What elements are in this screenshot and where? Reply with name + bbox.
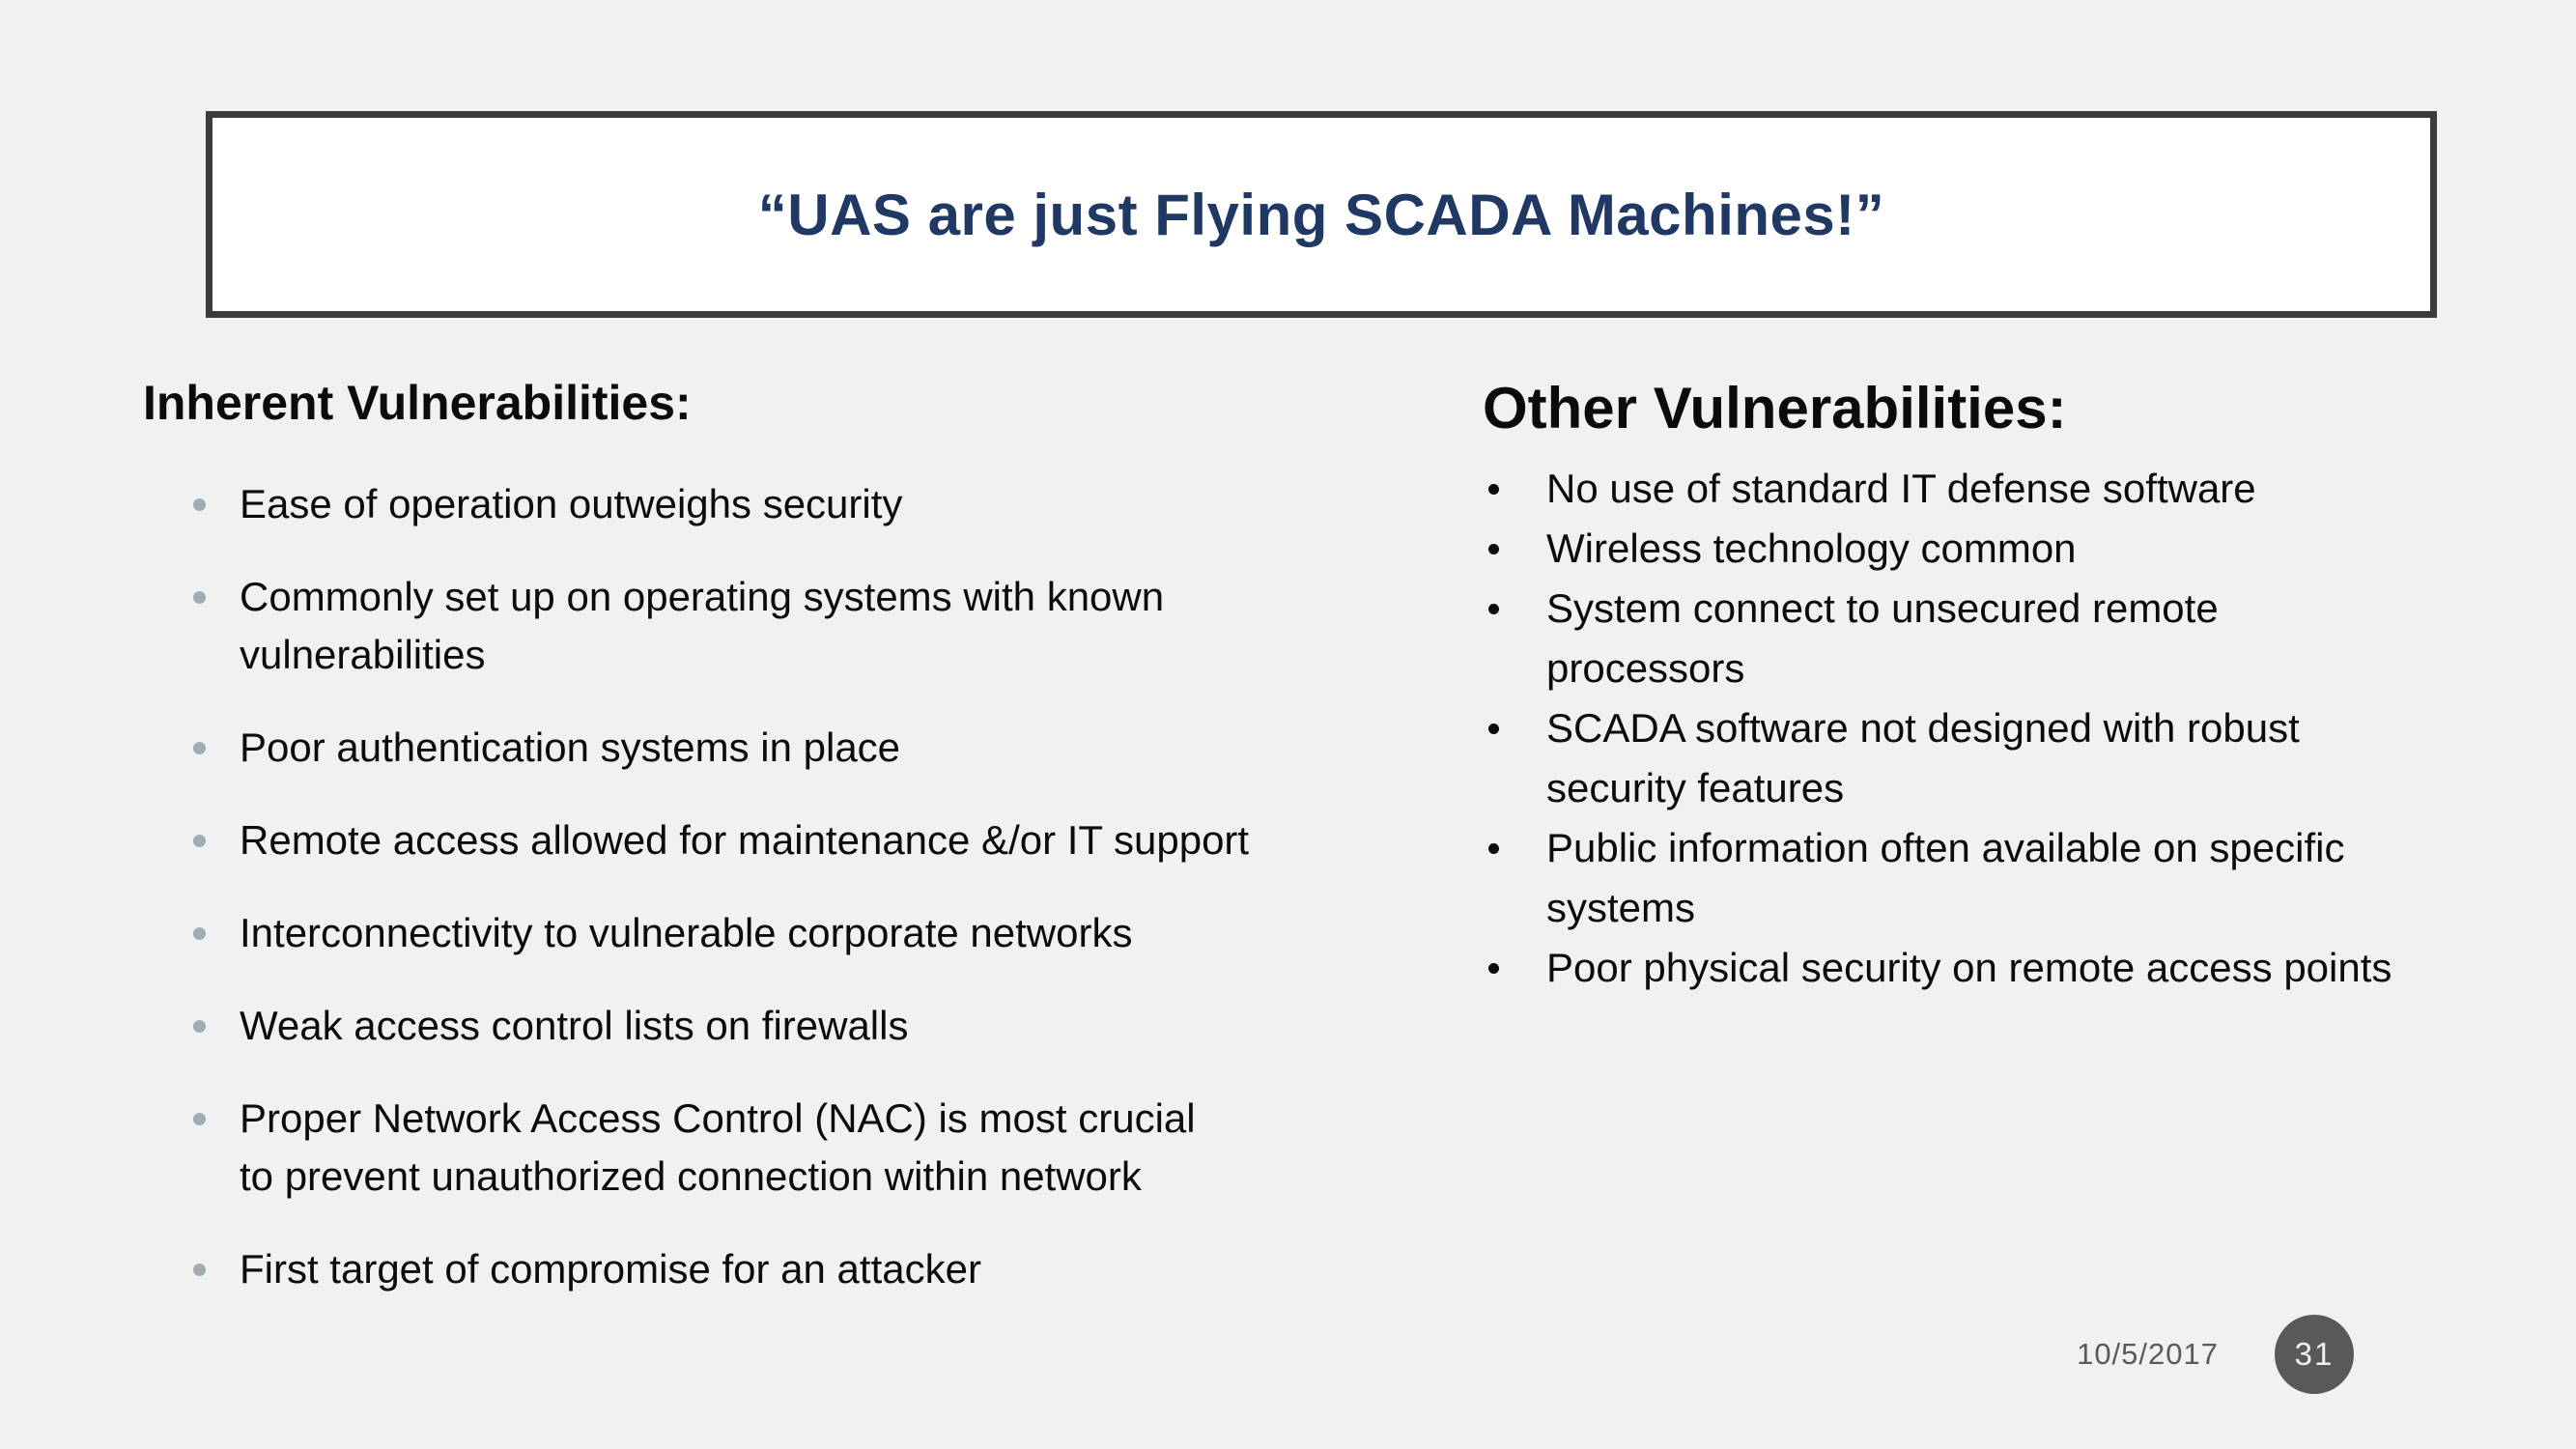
bullet-dot-icon <box>193 835 206 847</box>
bullet-dot-icon <box>1488 544 1499 554</box>
list-item: Interconnectivity to vulnerable corporat… <box>143 904 1379 962</box>
bullet-text: Public information often available on sp… <box>1546 825 2345 930</box>
bullet-list: Ease of operation outweighs security Com… <box>143 475 1379 1298</box>
list-item: Poor authentication systems in place <box>143 719 1379 777</box>
bullet-text: No use of standard IT defense software <box>1546 466 2256 511</box>
bullet-dot-icon <box>193 591 206 604</box>
bullet-text: Poor authentication systems in place <box>240 724 901 770</box>
list-item: SCADA software not designed with robust … <box>1483 698 2555 818</box>
list-item: Wireless technology common <box>1483 519 2555 579</box>
bullet-dot-icon <box>1488 963 1499 974</box>
bullet-text: Commonly set up on operating systems wit… <box>240 574 1165 677</box>
bullet-dot-icon <box>1488 843 1499 854</box>
bullet-text: Weak access control lists on firewalls <box>240 1003 909 1048</box>
bullet-text: Ease of operation outweighs security <box>240 481 903 526</box>
bullet-dot-icon <box>1488 484 1499 495</box>
page-number: 31 <box>2294 1336 2335 1372</box>
slide-date: 10/5/2017 <box>2077 1337 2219 1371</box>
list-item: First target of compromise for an attack… <box>143 1240 1379 1298</box>
list-item: Poor physical security on remote access … <box>1483 938 2555 998</box>
bullet-list: No use of standard IT defense software W… <box>1483 459 2555 998</box>
bullet-text: Proper Network Access Control (NAC) is m… <box>240 1095 1196 1199</box>
list-item: No use of standard IT defense software <box>1483 459 2555 519</box>
bullet-text: Interconnectivity to vulnerable corporat… <box>240 910 1133 955</box>
slide-footer: 10/5/2017 31 <box>2077 1314 2354 1395</box>
bullet-dot-icon <box>1488 604 1499 614</box>
bullet-dot-icon <box>193 1020 206 1033</box>
bullet-text: Poor physical security on remote access … <box>1546 945 2392 990</box>
inherent-vulnerabilities-section: Inherent Vulnerabilities: Ease of operat… <box>143 375 1379 1333</box>
section-heading: Inherent Vulnerabilities: <box>143 376 692 430</box>
bullet-dot-icon <box>193 742 206 754</box>
bullet-text: First target of compromise for an attack… <box>240 1246 981 1292</box>
bullet-text: System connect to unsecured remote proce… <box>1546 585 2219 691</box>
list-item: Remote access allowed for maintenance &/… <box>143 811 1379 869</box>
bullet-text: SCADA software not designed with robust … <box>1546 705 2300 810</box>
other-vulnerabilities-section: Other Vulnerabilities: No use of standar… <box>1483 375 2555 998</box>
bullet-text: Remote access allowed for maintenance &/… <box>240 817 1250 863</box>
bullet-dot-icon <box>193 927 206 940</box>
list-item: Public information often available on sp… <box>1483 818 2555 938</box>
list-item: Ease of operation outweighs security <box>143 475 1379 533</box>
list-item: System connect to unsecured remote proce… <box>1483 579 2555 698</box>
section-heading: Other Vulnerabilities: <box>1483 376 2067 440</box>
bullet-text: Wireless technology common <box>1546 526 2077 571</box>
title-box: “UAS are just Flying SCADA Machines!” <box>206 111 2437 318</box>
list-item: Weak access control lists on firewalls <box>143 997 1379 1055</box>
bullet-dot-icon <box>193 1264 206 1276</box>
slide-title: “UAS are just Flying SCADA Machines!” <box>757 182 1885 247</box>
bullet-dot-icon <box>193 498 206 511</box>
bullet-dot-icon <box>1488 724 1499 734</box>
list-item: Proper Network Access Control (NAC) is m… <box>143 1090 1379 1206</box>
list-item: Commonly set up on operating systems wit… <box>143 568 1379 684</box>
page-number-badge: 31 <box>2275 1315 2354 1394</box>
bullet-dot-icon <box>193 1113 206 1125</box>
